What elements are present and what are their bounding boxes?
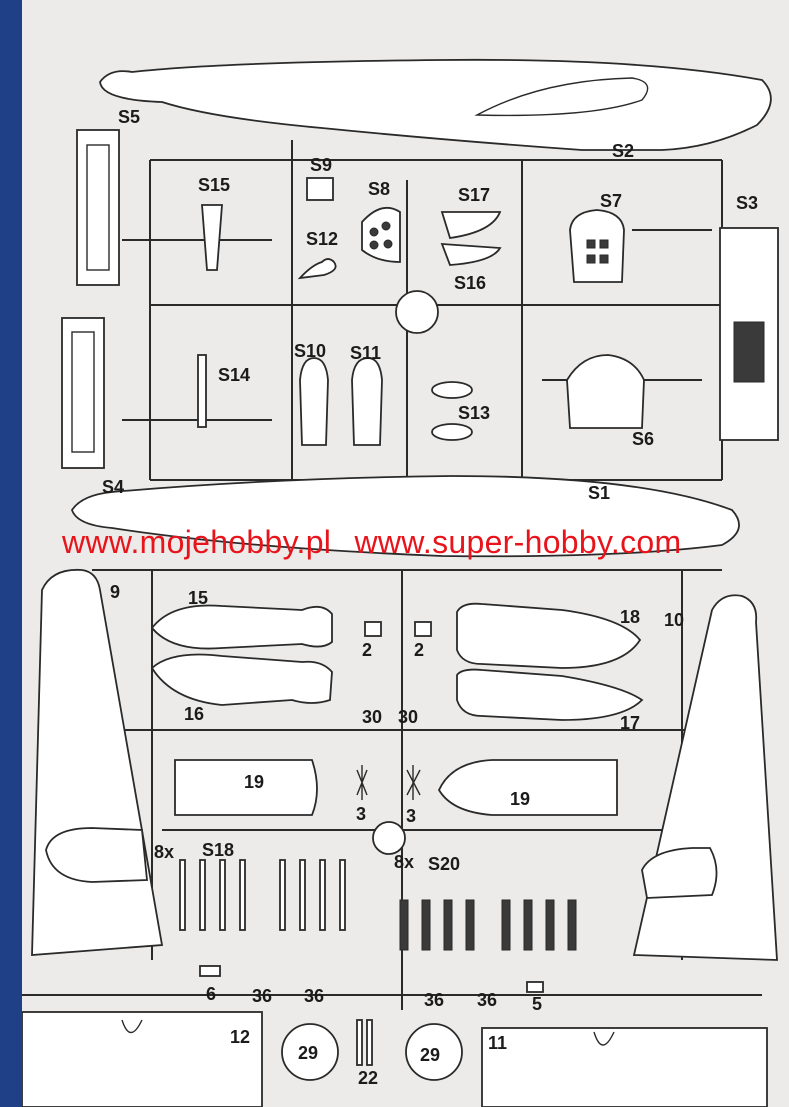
part-s16 [440, 243, 502, 266]
part-16 [150, 653, 333, 706]
part-s9 [306, 177, 334, 201]
label-s16: S16 [454, 273, 487, 293]
watermark-url-2: www.super-hobby.com [354, 524, 682, 560]
part-s20-stubs [399, 899, 577, 951]
part-s6 [566, 354, 645, 429]
part-s12 [297, 258, 337, 280]
label-s3: S3 [736, 193, 759, 213]
part-15 [150, 604, 333, 650]
label-22: 22 [358, 1068, 379, 1088]
part-s4 [61, 317, 105, 469]
part-10-flap [641, 847, 718, 899]
label-s10: S10 [294, 341, 327, 361]
label-9: 9 [110, 582, 121, 602]
label-s9: S9 [310, 155, 333, 175]
label-29-right: 29 [420, 1045, 441, 1065]
part-12 [22, 1011, 263, 1107]
label-3-b: 3 [406, 806, 417, 826]
watermark-url-1: www.mojehobby.pl [62, 524, 332, 560]
label-30-a: 30 [362, 707, 383, 727]
label-s6: S6 [632, 429, 655, 449]
label-s2: S2 [612, 141, 635, 161]
watermark: www.mojehobby.pl www.super-hobby.com [62, 524, 695, 561]
label-30-b: 30 [398, 707, 419, 727]
part-9-wing [31, 568, 164, 956]
part-s13-a [431, 381, 473, 399]
label-s20: S20 [428, 854, 461, 874]
part-s3 [719, 227, 779, 441]
label-17: 17 [620, 713, 641, 733]
label-11: 11 [488, 1033, 508, 1053]
part-s5 [76, 129, 120, 286]
part-s13-b [431, 423, 473, 441]
part-22-a [356, 1019, 363, 1066]
label-2-b: 2 [414, 640, 425, 660]
part-6 [199, 965, 221, 977]
label-5: 5 [532, 994, 543, 1014]
label-18: 18 [620, 607, 641, 627]
part-s17 [440, 211, 502, 239]
label-s18: S18 [202, 840, 235, 860]
label-s15: S15 [198, 175, 231, 195]
label-19-right: 19 [510, 789, 531, 809]
label-15: 15 [188, 588, 209, 608]
part-s7 [569, 209, 625, 283]
part-17 [456, 668, 644, 721]
label-2-a: 2 [362, 640, 373, 660]
sprue-gate-hub [395, 290, 439, 334]
label-29-left: 29 [298, 1043, 319, 1063]
part-29-left [281, 1023, 339, 1081]
label-19-left: 19 [244, 772, 265, 792]
part-9-flap [45, 827, 148, 883]
label-s4: S4 [102, 477, 125, 497]
part-s15 [201, 204, 223, 271]
label-12: 12 [230, 1027, 251, 1047]
part-s2-window [474, 77, 649, 117]
label-s17: S17 [458, 185, 491, 205]
part-11 [481, 1027, 768, 1107]
part-10-wing [632, 594, 778, 961]
sprue-gate-hub-lower [372, 821, 406, 855]
label-qty-8x-s18: 8x [154, 842, 175, 862]
label-s7: S7 [600, 191, 623, 211]
part-s10 [299, 357, 329, 446]
label-qty-8x-s20: 8x [394, 852, 415, 872]
part-2-b [414, 621, 432, 637]
label-36-b: 36 [304, 986, 325, 1006]
label-s8: S8 [368, 179, 391, 199]
part-2-a [364, 621, 382, 637]
label-s13: S13 [458, 403, 491, 423]
part-s18-stubs [179, 859, 346, 931]
label-s11: S11 [350, 343, 382, 363]
label-16: 16 [184, 704, 205, 724]
part-s8-panel [361, 206, 401, 263]
part-s14 [197, 354, 207, 428]
part-3-a [356, 765, 368, 800]
label-36-c: 36 [424, 990, 445, 1010]
label-s5: S5 [118, 107, 141, 127]
label-6: 6 [206, 984, 217, 1004]
part-19-right [437, 759, 618, 816]
label-s1: S1 [588, 483, 611, 503]
sprue-diagram [22, 58, 779, 1107]
part-s11 [351, 357, 383, 446]
label-3-a: 3 [356, 804, 367, 824]
part-22-b [366, 1019, 373, 1066]
part-s2-fuselage [99, 58, 772, 151]
label-s14: S14 [218, 365, 251, 385]
part-s1-fuselage [71, 475, 740, 558]
label-s12: S12 [306, 229, 339, 249]
parts-sheet: www.mojehobby.pl www.super-hobby.com S5 … [22, 0, 789, 1107]
part-18 [456, 602, 642, 669]
label-10: 10 [664, 610, 685, 630]
part-5 [526, 981, 544, 993]
label-36-d: 36 [477, 990, 498, 1010]
part-29-right [405, 1023, 463, 1081]
part-3-b [406, 765, 421, 800]
label-36-a: 36 [252, 986, 273, 1006]
part-19-left [174, 759, 318, 816]
